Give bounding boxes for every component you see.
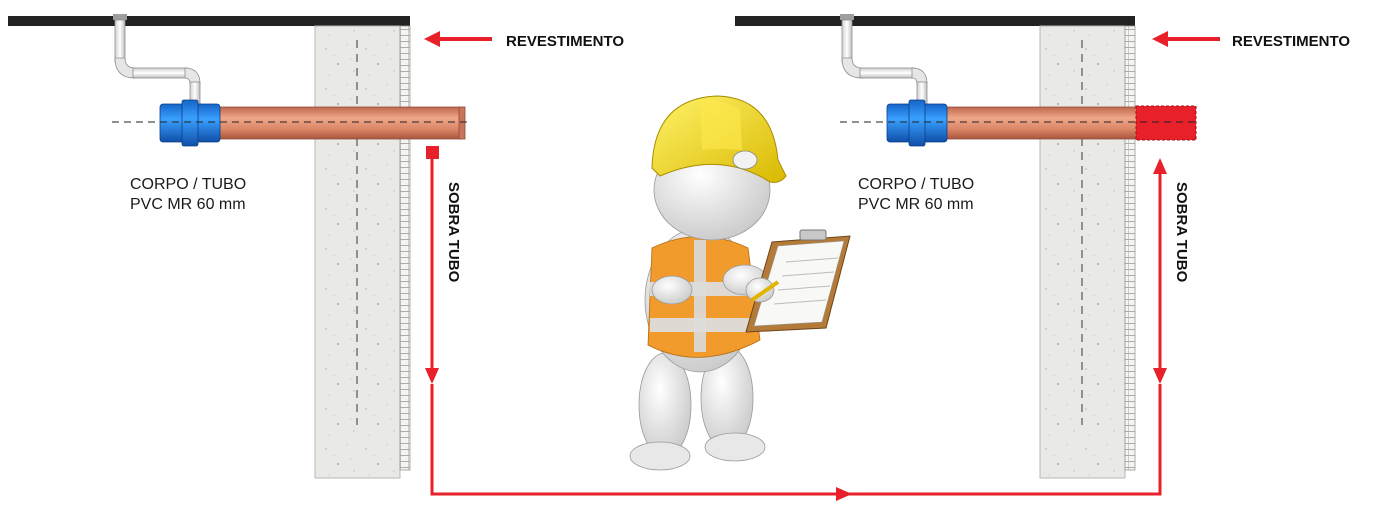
construction-worker-figure: [629, 95, 851, 471]
hard-hat-icon: [651, 95, 787, 183]
supply-pipe-left: [113, 14, 201, 109]
wall-cladding-left: [399, 25, 411, 471]
sobra-marker-left: [426, 146, 439, 159]
left-panel: CORPO / TUBO PVC MR 60 mm REVESTIMENTO S…: [8, 14, 624, 479]
supply-pipe-right: [840, 14, 928, 109]
pvc-fitting-icon: [886, 99, 948, 147]
ceiling-slab-left: [8, 16, 410, 26]
pvc-fitting-icon: [159, 99, 221, 147]
corpo-label-line1-left: CORPO / TUBO: [130, 176, 246, 193]
right-panel: CORPO / TUBO PVC MR 60 mm REVESTIMENTO S…: [735, 14, 1350, 479]
ceiling-slab-right: [735, 16, 1135, 26]
pvc-pipe-left: [214, 106, 464, 140]
pvc-pipe-right: [941, 106, 1139, 140]
excess-pipe-highlight: [1135, 105, 1197, 141]
sobra-arrowhead-up-right: [1153, 158, 1167, 174]
revestimento-label-right: REVESTIMENTO: [1232, 33, 1350, 50]
corpo-label-line2-right: PVC MR 60 mm: [858, 196, 974, 213]
revestimento-arrow-left: [424, 31, 492, 47]
sobra-arrowhead-down-right: [1153, 368, 1167, 384]
pipe-end-left: [458, 106, 466, 140]
sobra-label-left: SOBRA TUBO: [445, 182, 462, 283]
revestimento-label-left: REVESTIMENTO: [506, 33, 624, 50]
connector-arrow: [430, 384, 1162, 501]
sobra-arrowhead-left: [425, 368, 439, 384]
sobra-label-right: SOBRA TUBO: [1173, 182, 1190, 283]
corpo-label-line2-left: PVC MR 60 mm: [130, 196, 246, 213]
wall-cladding-right: [1124, 25, 1136, 471]
revestimento-arrow-right: [1152, 31, 1220, 47]
corpo-label-line1-right: CORPO / TUBO: [858, 176, 974, 193]
